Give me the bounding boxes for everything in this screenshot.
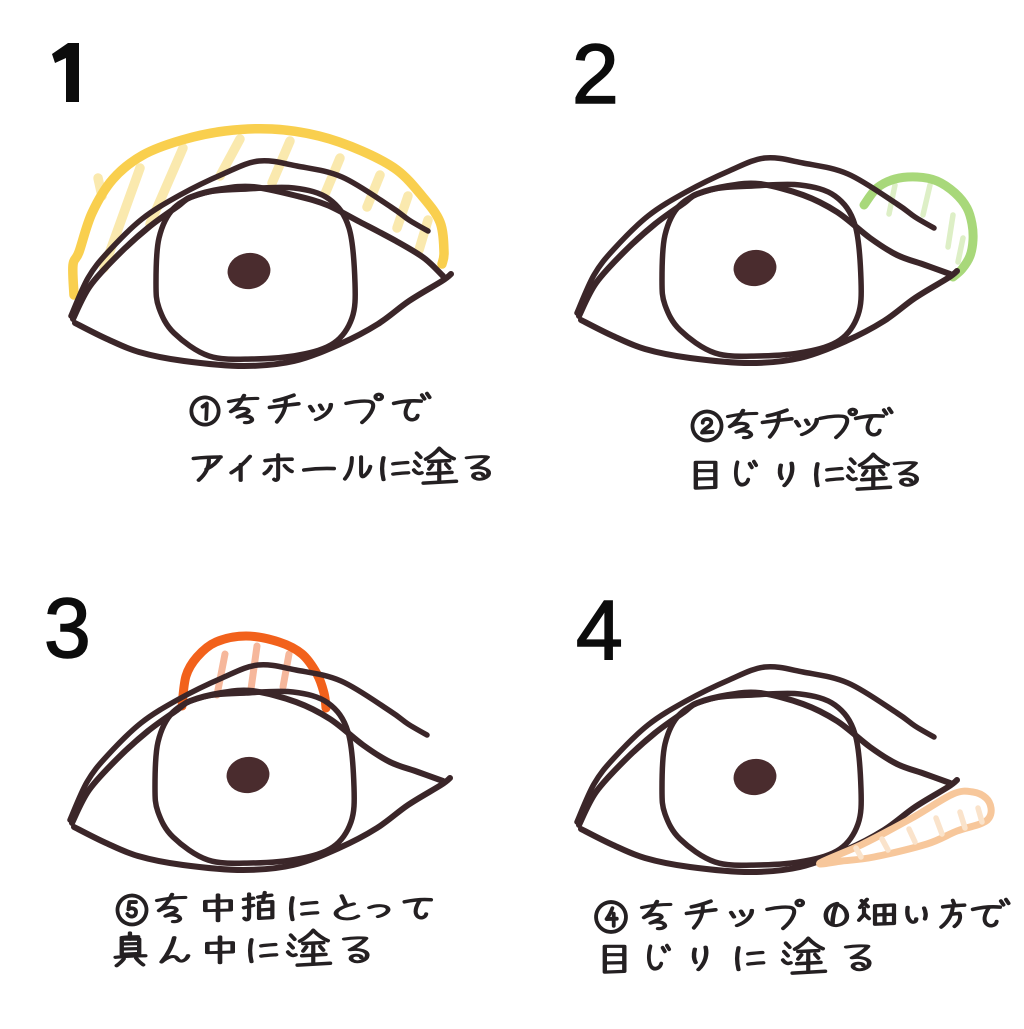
svg-text:3: 3 [44, 581, 91, 675]
svg-text:2: 2 [572, 27, 619, 121]
svg-text:4: 4 [576, 583, 623, 677]
